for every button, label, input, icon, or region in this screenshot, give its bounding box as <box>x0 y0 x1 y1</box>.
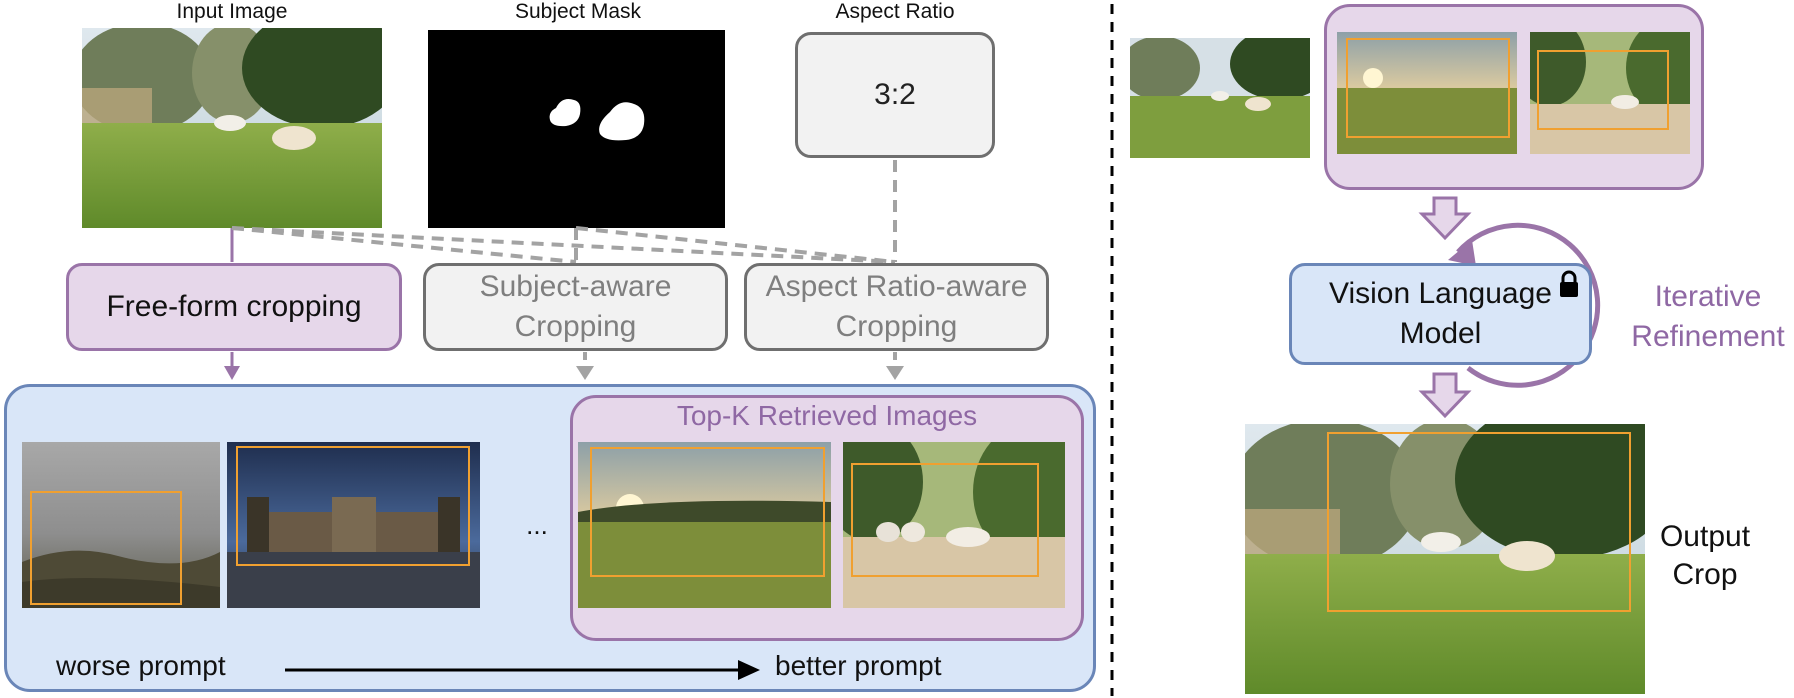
subject-aware-cropping-box: Subject-aware Cropping <box>423 263 728 351</box>
example-image-1-scene <box>1337 32 1517 154</box>
loop-arrow-icon <box>1448 240 1476 266</box>
worse-prompt-label: worse prompt <box>56 650 226 681</box>
better-prompt-label: better prompt <box>775 650 942 681</box>
input-image-label: Input Image <box>176 0 288 23</box>
vlm-line1: Vision Language <box>1329 277 1552 310</box>
retrieved-image-1 <box>22 442 220 608</box>
subject-mask-image <box>428 30 725 228</box>
crop-box-2 <box>236 446 470 566</box>
aspect-aware-line1: Aspect Ratio-aware <box>765 270 1028 303</box>
iterative-label: Iterative <box>1654 280 1762 313</box>
lock-icon <box>1560 270 1578 297</box>
crop-box-1 <box>30 491 182 605</box>
example-image-1 <box>1337 32 1517 154</box>
crop-box-4 <box>851 463 1039 577</box>
retrieved-image-3 <box>578 442 831 608</box>
top-k-title: Top-K Retrieved Images <box>676 400 978 431</box>
refinement-label: Refinement <box>1631 320 1785 353</box>
retrieved-image-1-scene <box>22 442 220 608</box>
retrieved-image-3-scene <box>578 442 831 608</box>
subject-mask-label: Subject Mask <box>514 0 642 23</box>
crop-box-3 <box>590 447 825 577</box>
retrieved-image-2 <box>227 442 480 608</box>
subject-aware-line1: Subject-aware <box>479 270 672 303</box>
vlm-line2: Model <box>1399 317 1482 350</box>
mask-shapes <box>549 99 645 141</box>
output-crop-box <box>1327 432 1631 612</box>
ellipsis-text: ... <box>526 510 548 540</box>
subject-aware-line2: Cropping <box>514 310 637 343</box>
output-image <box>1245 424 1645 694</box>
aspect-ratio-aware-cropping-box: Aspect Ratio-aware Cropping <box>744 263 1049 351</box>
aspect-ratio-box: 3:2 <box>795 32 995 158</box>
aspect-ratio-label: Aspect Ratio <box>835 0 955 23</box>
crop-label: Crop <box>1672 558 1738 591</box>
input-image <box>82 28 382 228</box>
output-image-scene <box>1245 424 1645 694</box>
retrieved-image-4 <box>843 442 1065 608</box>
right-input-image <box>1130 38 1310 158</box>
input-image-scene <box>82 28 382 228</box>
retrieved-image-2-scene <box>227 442 480 608</box>
aspect-aware-line2: Cropping <box>835 310 958 343</box>
free-form-cropping-box: Free-form cropping <box>66 263 402 351</box>
right-input-image-scene <box>1130 38 1310 158</box>
example-crop-1 <box>1346 38 1510 138</box>
retrieved-image-4-scene <box>843 442 1065 608</box>
output-label: Output <box>1659 520 1751 553</box>
example-crop-2 <box>1537 50 1669 130</box>
vision-language-model-box: Vision Language Model <box>1289 263 1592 365</box>
